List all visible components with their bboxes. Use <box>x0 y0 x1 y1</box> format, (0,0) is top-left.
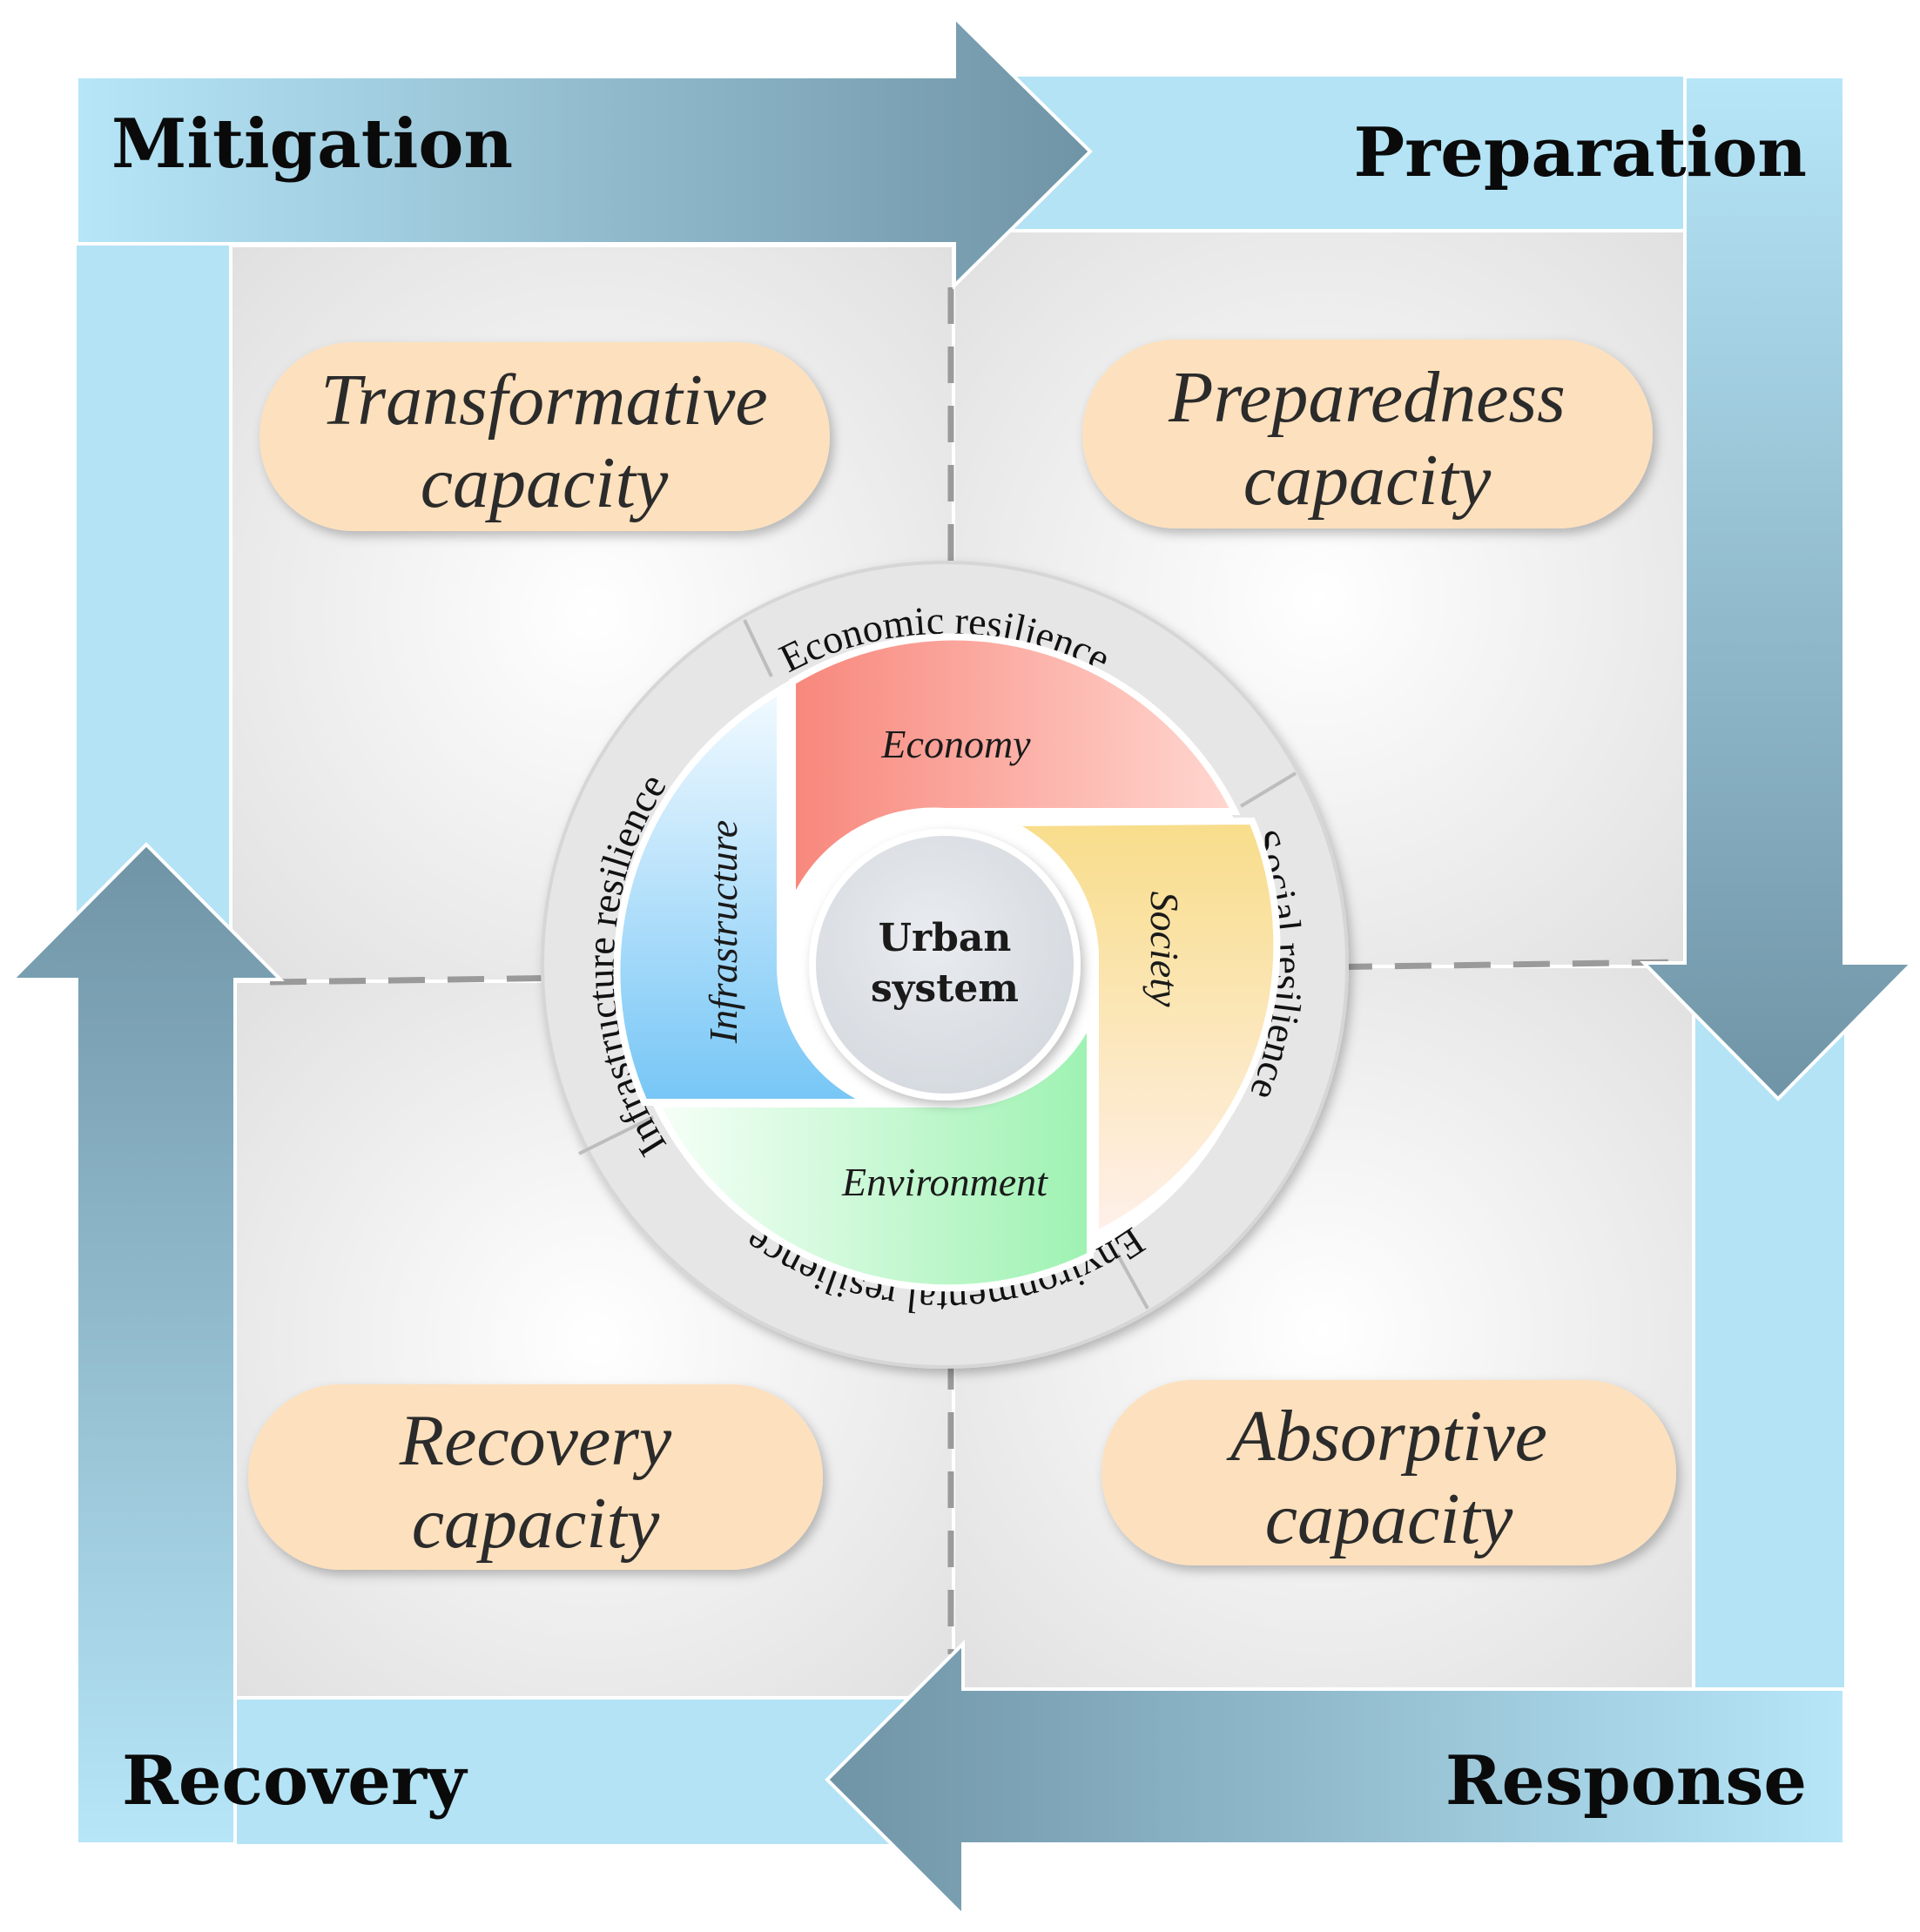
capsule-line: Preparedness <box>1168 357 1566 438</box>
capsule-absorptive-capacity: Absorptive capacity <box>1101 1380 1676 1565</box>
segment-economy <box>789 633 1241 907</box>
capsule-preparedness-capacity: Preparedness capacity <box>1082 340 1653 528</box>
segment-label-society: Society <box>1142 892 1187 1007</box>
capsule-line: Recovery <box>399 1400 672 1481</box>
phase-label-preparation: Preparation <box>1354 113 1807 192</box>
ring-separators <box>578 619 1297 1309</box>
segment-infrastructure <box>613 684 872 1106</box>
core-label-line-1: Urban <box>879 916 1012 960</box>
capsule-line: capacity <box>1265 1478 1513 1559</box>
phase-label-mitigation: Mitigation <box>111 104 513 184</box>
capsule-line: Absorptive <box>1226 1396 1547 1477</box>
response-arrow <box>825 1639 1846 1920</box>
capsule-line: capacity <box>1243 440 1492 521</box>
capsule-line: Transformative <box>320 360 767 441</box>
capsule-recovery-capacity: Recovery capacity <box>248 1384 823 1570</box>
phase-label-response: Response <box>1445 1741 1807 1821</box>
segment-label-environment: Environment <box>841 1160 1048 1204</box>
segment-label-economy: Economy <box>880 722 1031 766</box>
segment-society <box>1007 817 1281 1241</box>
mitigation-arrow <box>75 13 1093 290</box>
segment-environment <box>650 1017 1094 1292</box>
preparation-arrow <box>1640 75 1917 1101</box>
capsule-line: capacity <box>421 442 669 523</box>
capsule-transformative-capacity: Transformative capacity <box>259 342 830 531</box>
urban-system-core <box>809 829 1081 1101</box>
capsule-line: capacity <box>412 1483 660 1564</box>
phase-label-recovery: Recovery <box>122 1741 468 1821</box>
core-label-line-2: system <box>871 966 1019 1011</box>
recovery-arrow <box>8 842 285 1846</box>
segment-label-infrastructure: Infrastructure <box>701 820 745 1044</box>
